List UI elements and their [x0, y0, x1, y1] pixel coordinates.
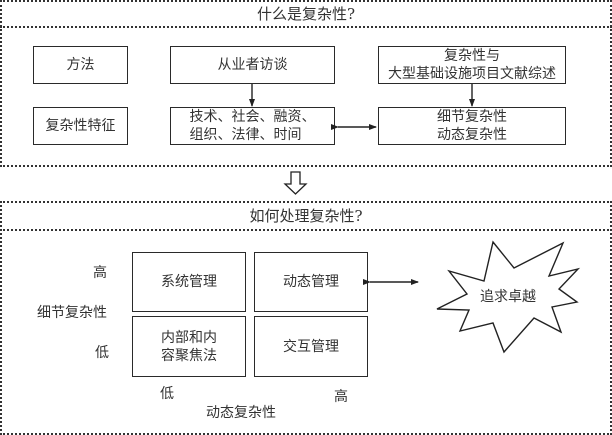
section-transition-arrow-icon — [283, 171, 308, 195]
section2-header-divider — [0, 201, 612, 231]
complexity-factors-text: 技术、社会、融资、 组织、法律、时间 — [189, 109, 316, 143]
section1-title: 什么是复杂性? — [256, 5, 356, 23]
x-axis-low-label: 低 — [160, 386, 174, 402]
method-label: 方法 — [66, 57, 95, 73]
section-how-to-handle-complexity — [0, 201, 612, 435]
literature-review-text: 复杂性与 大型基础设施项目文献综述 — [388, 48, 556, 82]
practitioner-interviews-box: 从业者访谈 — [170, 46, 335, 84]
literature-review-box: 复杂性与 大型基础设施项目文献综述 — [378, 46, 566, 84]
interaction-management-text: 交互管理 — [283, 338, 339, 355]
x-axis-high-label: 高 — [334, 389, 348, 405]
matrix-cell-system-management: 系统管理 — [132, 252, 246, 312]
complexity-features-label: 复杂性特征 — [45, 118, 116, 134]
pursue-excellence-text: 追求卓越 — [480, 289, 536, 305]
complexity-features-label-box: 复杂性特征 — [33, 107, 128, 145]
matrix-cell-internal-content-focus: 内部和内 容聚焦法 — [132, 316, 246, 377]
section2-title: 如何处理复杂性? — [249, 207, 363, 225]
y-axis-label: 细节复杂性 — [37, 305, 107, 321]
complexity-factors-box: 技术、社会、融资、 组织、法律、时间 — [170, 107, 335, 145]
matrix-cell-interaction-management: 交互管理 — [254, 316, 368, 377]
dynamic-management-text: 动态管理 — [283, 274, 339, 290]
complexity-types-text: 细节复杂性 动态复杂性 — [437, 109, 507, 143]
matrix-cell-dynamic-management: 动态管理 — [254, 252, 368, 312]
y-axis-low-label: 低 — [95, 345, 109, 361]
y-axis-high-label: 高 — [93, 265, 107, 281]
complexity-types-box: 细节复杂性 动态复杂性 — [378, 107, 566, 145]
section-what-is-complexity — [0, 0, 612, 167]
x-axis-label: 动态复杂性 — [206, 405, 276, 421]
section-header-divider — [0, 0, 612, 28]
practitioner-interviews-text: 从业者访谈 — [217, 57, 288, 73]
system-management-text: 系统管理 — [161, 274, 217, 290]
method-label-box: 方法 — [33, 46, 128, 84]
internal-content-focus-text: 内部和内 容聚焦法 — [161, 329, 217, 364]
